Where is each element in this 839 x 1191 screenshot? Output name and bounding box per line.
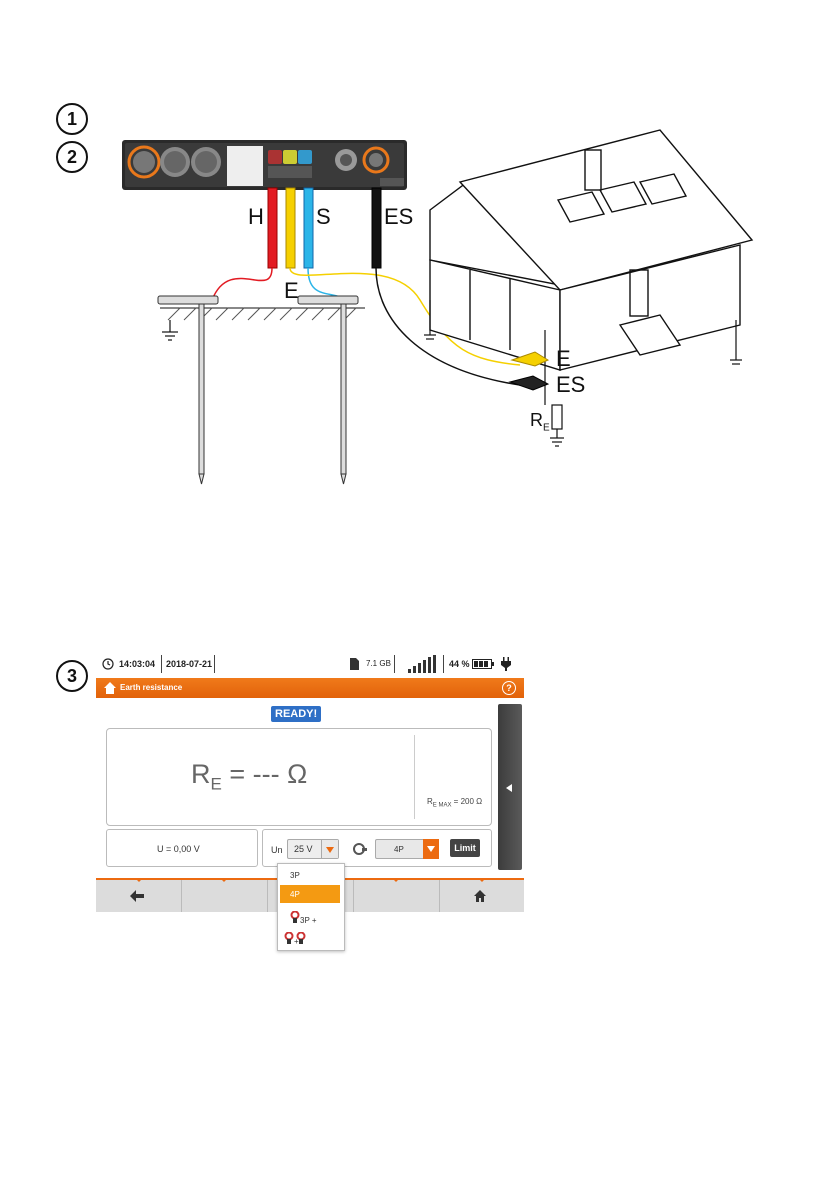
voltage-value: U = 0,00 V (157, 844, 200, 854)
signal-icon (408, 655, 436, 673)
lead-h-plug (268, 188, 277, 268)
back-arrow-icon (130, 890, 144, 902)
probe-s (298, 296, 358, 484)
side-panel-toggle[interactable] (498, 704, 522, 870)
status-bar: 14:03:04 2018-07-21 7.1 GB 44 % (96, 652, 524, 678)
label-e-clip: E (556, 346, 571, 372)
lead-es-plug (372, 188, 381, 268)
clamp-icon (290, 911, 300, 923)
nav-button-4[interactable] (353, 880, 440, 912)
mode-select-value: 4P (394, 845, 404, 854)
un-label: Un (271, 845, 283, 855)
dropdown-option-2-clamp[interactable]: + (280, 927, 340, 945)
status-time: 14:03:04 (119, 659, 155, 669)
mode-dropdown-list: 3P 4P 3P + + (277, 863, 345, 951)
result-value: RE = --- Ω (191, 759, 307, 794)
voltage-panel: U = 0,00 V (106, 829, 258, 867)
home-button[interactable] (439, 880, 524, 912)
home-icon (473, 889, 487, 903)
label-s: S (316, 204, 331, 230)
status-storage: 7.1 GB (366, 659, 391, 668)
battery-icon (472, 659, 494, 669)
label-e-lead: E (284, 278, 299, 304)
screen-title: Earth resistance (120, 683, 182, 692)
dropdown-option-3p-clamp[interactable]: 3P + (280, 906, 340, 924)
dropdown-option-4p[interactable]: 4P (280, 885, 340, 903)
status-battery-percent: 44 % (449, 659, 470, 669)
plug-icon (500, 657, 512, 671)
meter-panel (122, 140, 407, 190)
wiring-diagram (0, 0, 839, 640)
label-re: RE (530, 410, 550, 434)
label-h: H (248, 204, 264, 230)
settings-panel: Un 25 V 4P Limit (262, 829, 492, 867)
wire-s (308, 268, 348, 300)
result-panel: RE = --- Ω RE MAX = 200 Ω (106, 728, 492, 826)
limit-button[interactable]: Limit (450, 839, 480, 857)
house (430, 130, 752, 370)
un-select[interactable]: 25 V (287, 839, 339, 859)
clock-icon (102, 658, 114, 670)
re-max-value: RE MAX = 200 Ω (427, 797, 482, 809)
dropdown-option-3p[interactable]: 3P (280, 866, 340, 884)
mode-select[interactable]: 4P (375, 839, 439, 859)
step-3-marker: 3 (56, 660, 88, 692)
lead-e-plug (286, 188, 295, 268)
un-select-value: 25 V (294, 844, 313, 854)
lead-s-plug (304, 188, 313, 268)
clip-es (510, 376, 548, 390)
sd-card-icon (350, 658, 359, 670)
help-icon[interactable]: ? (502, 681, 516, 695)
label-es-lead: ES (384, 204, 413, 230)
nav-button-2[interactable] (181, 880, 268, 912)
chevron-down-icon[interactable] (321, 840, 338, 858)
chevron-down-icon[interactable] (423, 839, 439, 859)
label-es-clip: ES (556, 372, 585, 398)
status-date: 2018-07-21 (166, 659, 212, 669)
title-bar: Earth resistance ? (96, 678, 524, 698)
wire-h (212, 268, 272, 300)
probe-h (158, 296, 218, 484)
home-icon[interactable] (103, 681, 117, 695)
clamp-icon (353, 842, 367, 856)
status-badge: READY! (271, 706, 321, 722)
clamp-icon (284, 932, 294, 944)
back-button[interactable] (96, 880, 182, 912)
